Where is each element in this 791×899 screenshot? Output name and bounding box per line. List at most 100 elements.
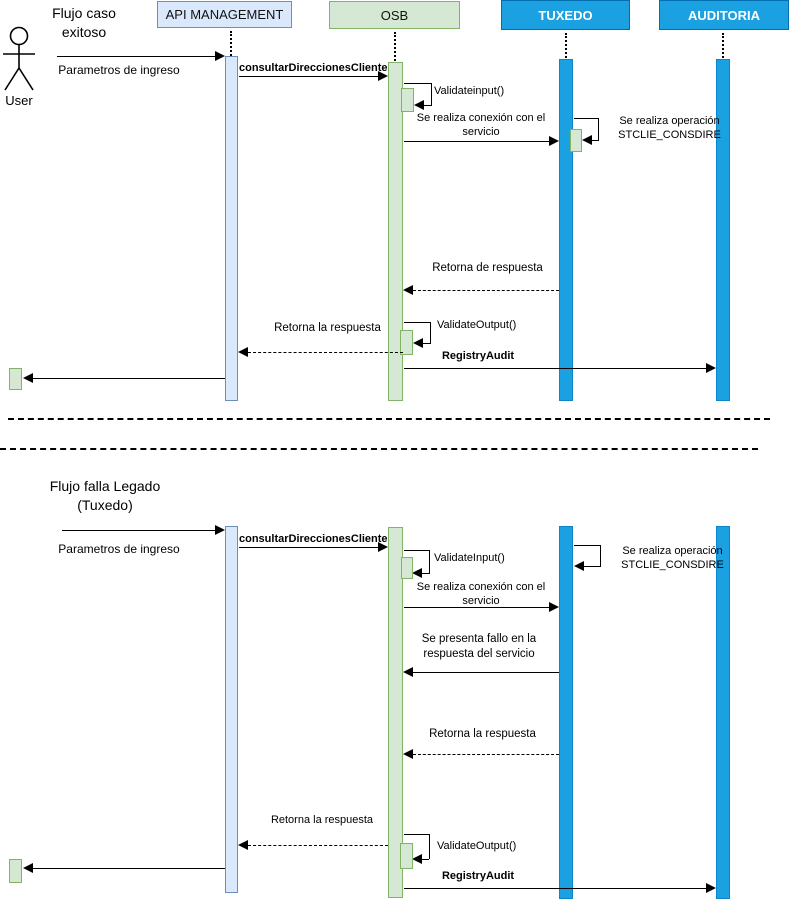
arrowhead-right-icon	[378, 71, 388, 81]
selfloop-bottom-validateinput-flow1	[417, 105, 432, 106]
message-label-consultar-flow1: consultarDireccionesCliente	[239, 62, 388, 74]
arrowhead-left-icon	[23, 863, 33, 873]
flow2-title: Flujo falla Legado (Tuxedo)	[49, 478, 161, 513]
message-label-conexion-flow1: Se realiza conexión con el servicio	[416, 112, 546, 139]
message-label-validateinput-flow1: Validateinput()	[434, 85, 505, 97]
message-label-conexion-flow2: Se realiza conexión con el servicio	[416, 581, 546, 608]
arrowhead-right-icon	[215, 51, 225, 61]
message-label-operacion-flow2: Se realiza operación STCLIE_CONSDIRE	[621, 545, 724, 572]
message-label-fallo-flow2: Se presenta fallo en la respuesta del se…	[421, 633, 537, 660]
user-label: User	[5, 93, 33, 108]
activation-auditoria-flow2	[716, 526, 730, 899]
message-line-fallo-flow2	[413, 672, 559, 673]
user-actor-icon	[3, 26, 35, 91]
message-line-params-flow1	[57, 56, 215, 57]
selfloop-top-validateinput-flow2	[404, 550, 430, 551]
lifeline-stub-tuxedo	[565, 33, 567, 58]
selfloop-top-validateinput-flow1	[404, 83, 432, 84]
arrowhead-right-icon	[215, 525, 225, 535]
arrowhead-left-icon	[412, 568, 422, 578]
arrowhead-right-icon	[706, 883, 716, 893]
activation-osb-flow1	[388, 62, 403, 401]
message-label-retorna-api-flow1: Retorna la respuesta	[274, 322, 381, 334]
message-line-retorna-api-flow1	[248, 352, 403, 353]
flow-divider-line-1	[8, 418, 770, 420]
arrowhead-left-icon	[412, 854, 422, 864]
nested-activation-operacion-flow1	[570, 129, 582, 152]
arrowhead-left-icon	[403, 285, 413, 295]
activation-auditoria-flow1	[716, 59, 730, 401]
activation-api-flow2	[225, 526, 238, 893]
selfloop-top-validateoutput-flow2	[404, 834, 430, 835]
lifeline-header-api-management-label: API MANAGEMENT	[165, 7, 284, 22]
nested-activation-validateoutput-flow2	[400, 843, 413, 869]
lifeline-header-osb-label: OSB	[380, 7, 409, 23]
activation-tuxedo-flow2	[559, 526, 573, 899]
message-label-params-flow2: Parametros de ingreso	[58, 542, 180, 556]
message-label-registryaudit-flow2: RegistryAudit	[441, 870, 515, 882]
lifeline-header-api-management: API MANAGEMENT	[157, 1, 292, 28]
flow-divider-line-2	[0, 448, 758, 450]
message-line-return-user-flow2	[33, 868, 225, 869]
message-label-validateoutput-flow1: ValidateOutput()	[437, 319, 517, 331]
nested-activation-validateinput-flow1	[401, 88, 414, 112]
nested-activation-user-flow2	[9, 859, 22, 883]
arrowhead-left-icon	[414, 100, 424, 110]
selfloop-top-operacion-flow1	[574, 118, 599, 119]
selfloop-bottom-validateoutput-flow2	[415, 859, 429, 860]
message-line-return-user-flow1	[33, 378, 225, 379]
activation-osb-flow2	[388, 527, 403, 898]
message-label-retorna-api-flow2: Retorna la respuesta	[270, 814, 374, 826]
arrowhead-left-icon	[238, 840, 248, 850]
message-line-consultar-flow1	[239, 76, 378, 77]
arrowhead-left-icon	[238, 347, 248, 357]
arrowhead-right-icon	[549, 602, 559, 612]
message-line-params-flow2	[62, 530, 215, 531]
lifeline-stub-auditoria	[722, 33, 724, 58]
message-line-consultar-flow2	[239, 547, 378, 548]
arrowhead-left-icon	[413, 338, 423, 348]
message-label-retorna-tuxedo-flow1: Retorna de respuesta	[432, 262, 543, 274]
lifeline-header-auditoria: AUDITORIA	[659, 0, 789, 30]
message-label-operacion-flow1: Se realiza operación STCLIE_CONSDIRE	[618, 115, 721, 142]
message-line-conexion-flow1	[404, 141, 550, 142]
flow1-title: Flujo caso exitoso	[52, 5, 116, 40]
selfloop-top-validateoutput-flow1	[404, 322, 431, 323]
selfloop-side-validateinput-flow2	[429, 550, 430, 573]
message-line-retorna-api-flow2	[248, 845, 388, 846]
lifeline-header-auditoria-label: AUDITORIA	[688, 7, 760, 23]
nested-activation-user-flow1	[9, 368, 22, 390]
nested-activation-validateinput-flow2	[401, 557, 413, 579]
lifeline-header-tuxedo: TUXEDO	[501, 0, 630, 30]
selfloop-bottom-validateoutput-flow1	[416, 343, 431, 344]
message-line-retorna-tuxedo-flow1	[413, 290, 559, 291]
activation-api-flow1	[225, 56, 238, 401]
message-label-consultar-flow2: consultarDireccionesCliente	[239, 533, 388, 545]
selfloop-side-validateinput-flow1	[431, 83, 432, 105]
selfloop-side-validateoutput-flow1	[430, 322, 431, 343]
message-label-retorna-tuxedo-flow2: Retorna la respuesta	[429, 728, 536, 740]
arrowhead-left-icon	[574, 561, 584, 571]
activation-tuxedo-flow1	[559, 59, 573, 401]
arrowhead-left-icon	[23, 373, 33, 383]
selfloop-bottom-operacion-flow1	[592, 140, 599, 141]
message-line-registryaudit-flow2	[404, 888, 706, 889]
lifeline-header-osb: OSB	[329, 1, 460, 29]
selfloop-side-operacion-flow2	[600, 545, 601, 566]
message-line-retorna-tuxedo-flow2	[413, 754, 559, 755]
lifeline-stub-osb	[394, 32, 396, 61]
arrowhead-right-icon	[549, 136, 559, 146]
message-label-registryaudit-flow1: RegistryAudit	[441, 350, 515, 362]
selfloop-side-validateoutput-flow2	[429, 834, 430, 859]
nested-activation-validateoutput-flow1	[400, 330, 413, 355]
lifeline-header-tuxedo-label: TUXEDO	[538, 7, 593, 23]
selfloop-bottom-validateinput-flow2	[415, 573, 430, 574]
message-label-validateinput-flow2: ValidateInput()	[434, 552, 505, 564]
arrowhead-right-icon	[378, 542, 388, 552]
message-label-params-flow1: Parametros de ingreso	[58, 63, 180, 77]
message-label-validateoutput-flow2: ValidateOutput()	[437, 840, 517, 852]
arrowhead-right-icon	[706, 363, 716, 373]
arrowhead-left-icon	[582, 135, 592, 145]
selfloop-top-operacion-flow2	[574, 545, 601, 546]
